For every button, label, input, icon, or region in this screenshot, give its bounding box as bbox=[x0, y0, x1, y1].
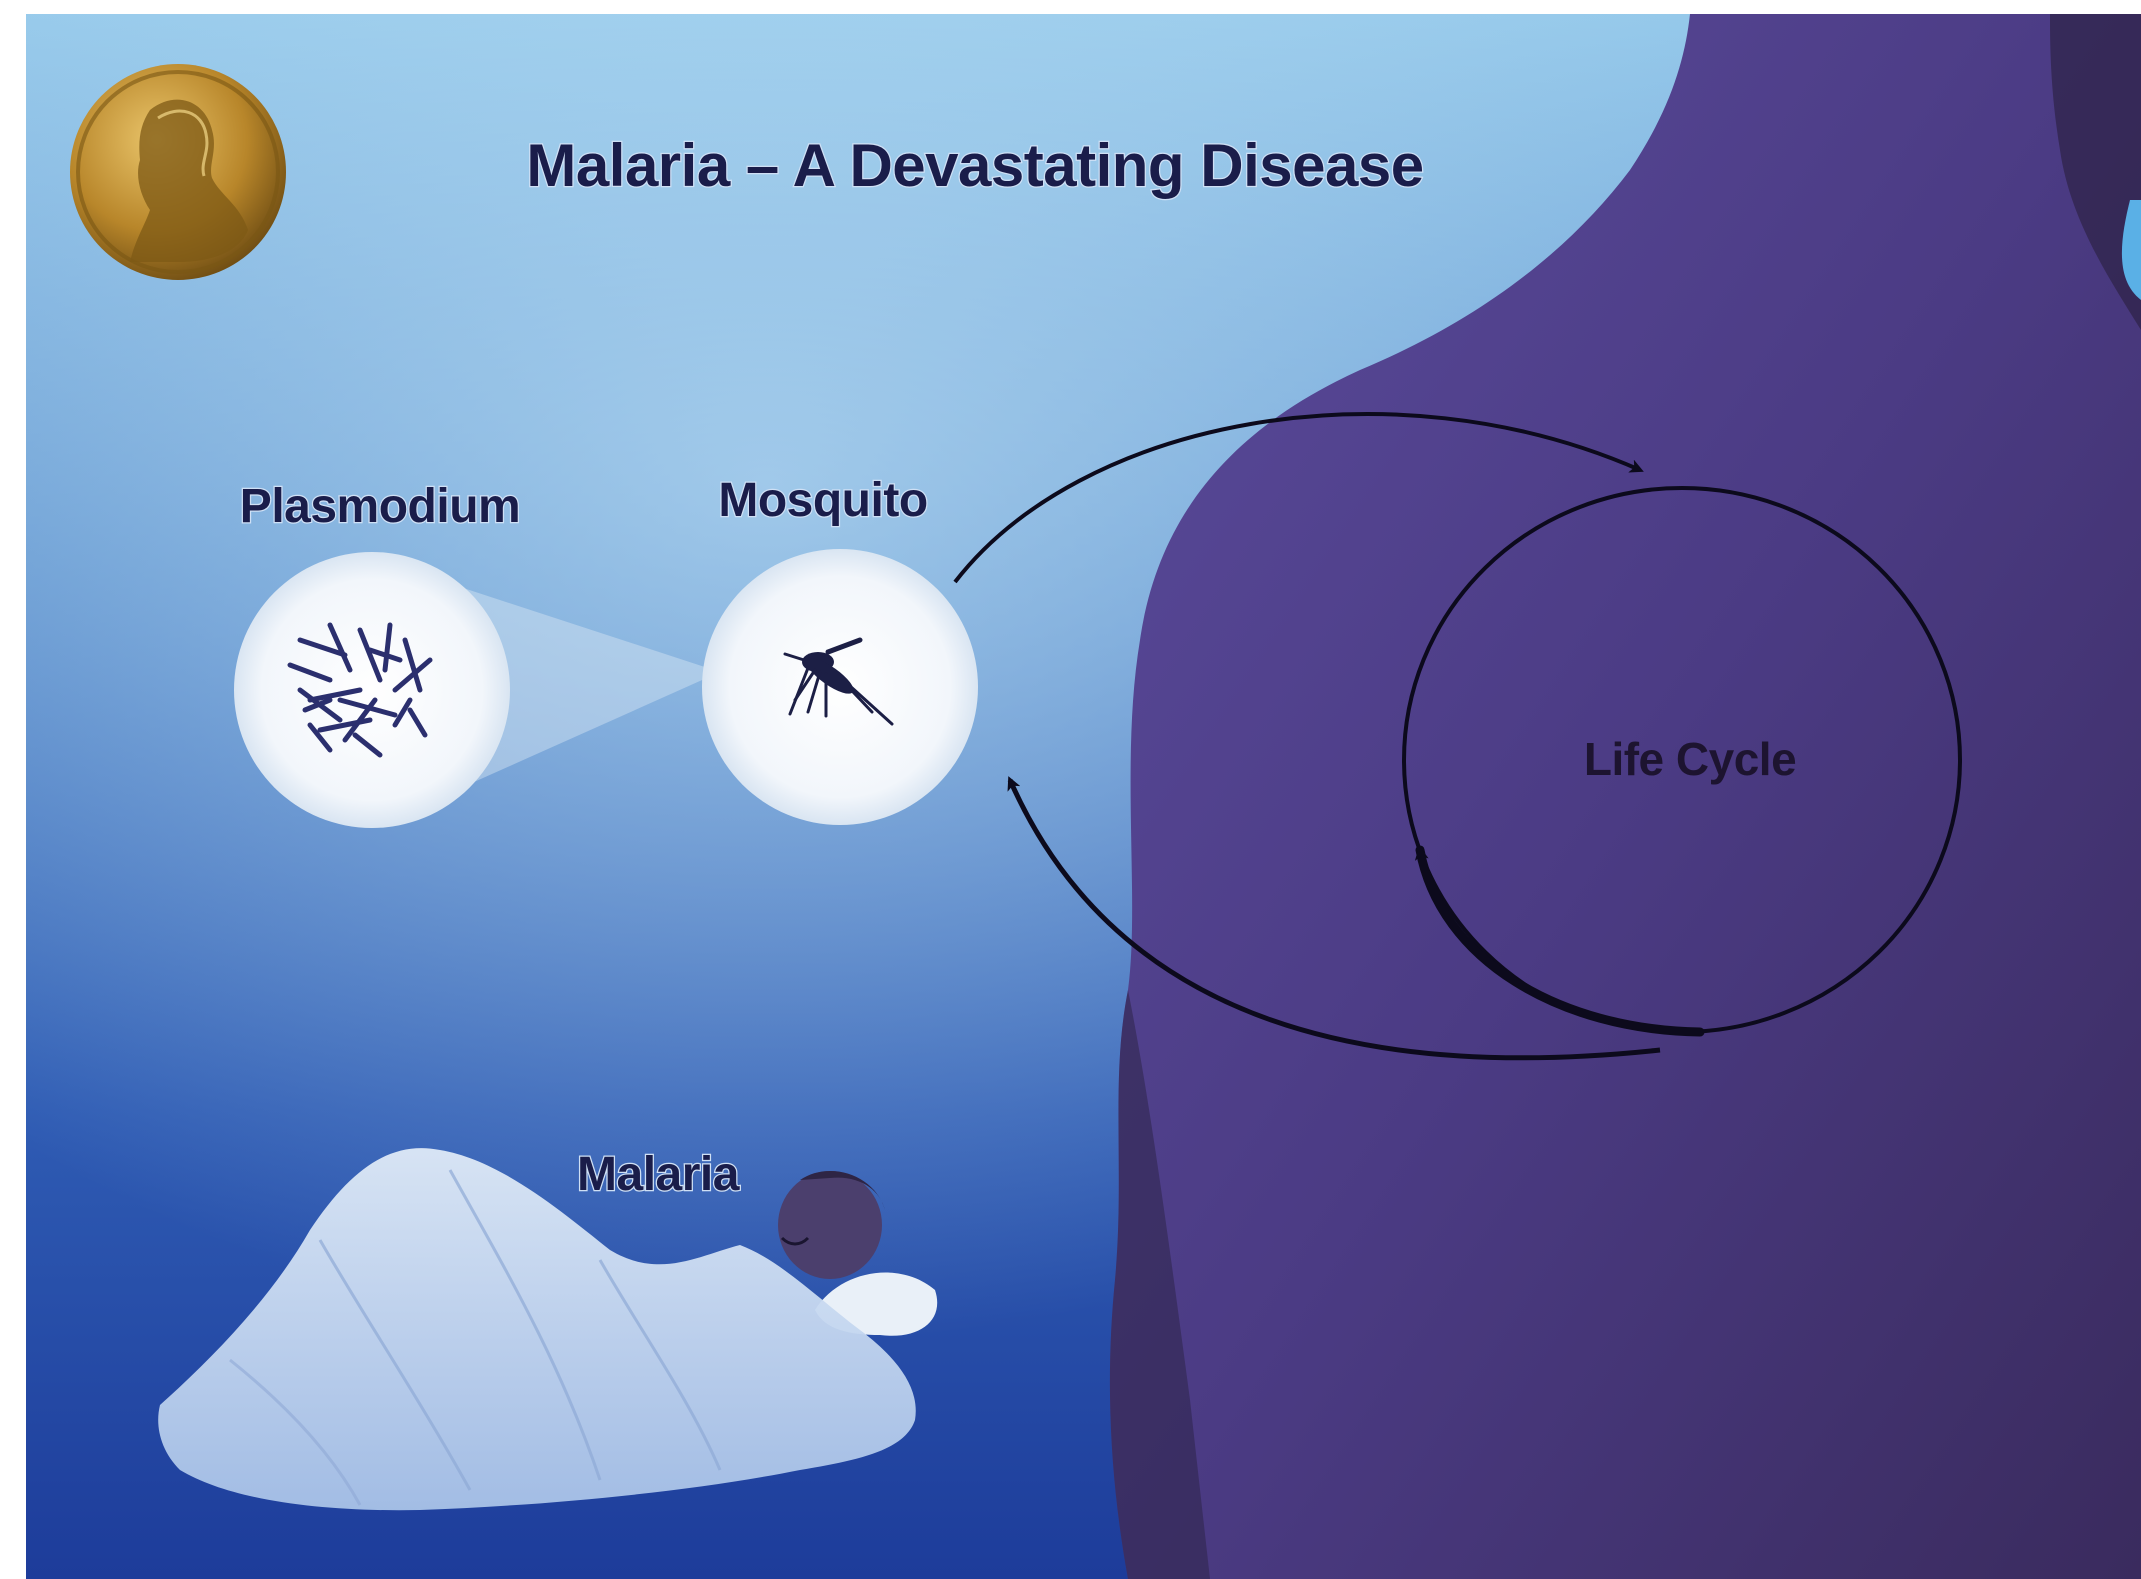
page-title: Malaria – A Devastating Disease bbox=[526, 132, 1423, 199]
nobel-medal-icon bbox=[70, 64, 286, 280]
malaria-label: Malaria bbox=[577, 1148, 740, 1201]
plasmodium-circle bbox=[234, 552, 510, 828]
plasmodium-label: Plasmodium bbox=[240, 480, 520, 533]
mosquito-circle bbox=[702, 549, 978, 825]
mosquito-label: Mosquito bbox=[718, 474, 927, 527]
life-cycle-label: Life Cycle bbox=[1584, 733, 1796, 785]
